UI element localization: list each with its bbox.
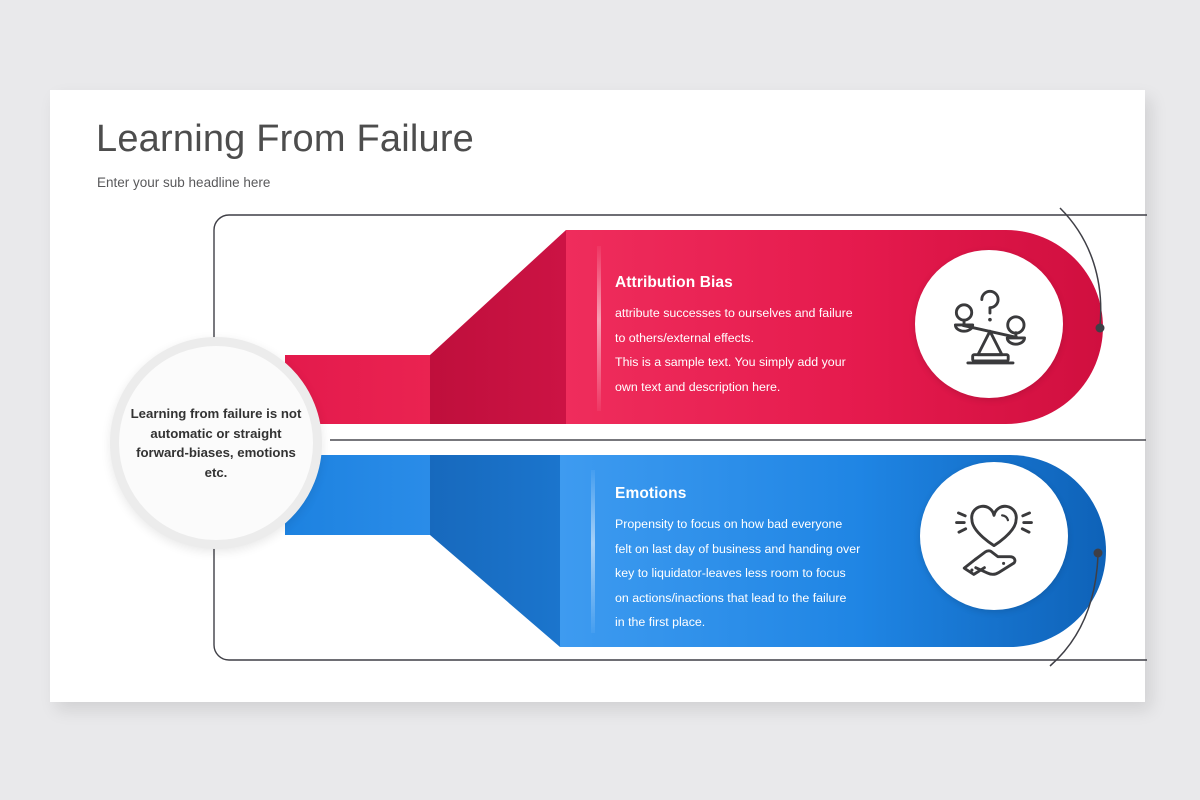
blue-body-line: Propensity to focus on how bad everyone [615,517,843,531]
balance-scale-question-icon [953,289,1026,365]
blue-section-body: Propensity to focus on how bad everyone … [615,512,935,635]
blue-body-line: key to liquidator-leaves less room to fo… [615,566,846,580]
blue-capsule-gloss [591,470,595,633]
blue-section-heading: Emotions [615,485,687,502]
page-subtitle: Enter your sub headline here [97,175,271,190]
red-section-body: attribute successes to ourselves and fai… [615,301,925,399]
blue-body-line: on actions/inactions that lead to the fa… [615,590,847,605]
red-body-line: attribute successes to ourselves and fai… [615,306,853,320]
blue-body-line: felt on last day of business and handing… [615,541,861,556]
hand-holding-heart-icon [955,504,1033,576]
center-circle: Learning from failure is not automatic o… [110,337,322,549]
blue-icon-disc [920,462,1068,610]
center-circle-text: Learning from failure is not automatic o… [130,406,302,480]
page-title: Learning From Failure [96,118,475,160]
red-section-heading: Attribution Bias [615,274,733,291]
blue-ramp [430,455,560,647]
blue-section-text: Emotions Propensity to focus on how bad … [615,485,935,635]
red-body-line: own text and description here. [615,379,781,394]
red-body-line: This is a sample text. You simply add yo… [615,355,846,369]
red-capsule-gloss [597,246,601,411]
red-icon-disc [915,250,1063,398]
red-section-text: Attribution Bias attribute successes to … [615,274,925,399]
red-ramp [430,230,566,424]
blue-body-line: in the first place. [615,615,706,629]
red-body-line: to others/external effects. [615,330,754,345]
